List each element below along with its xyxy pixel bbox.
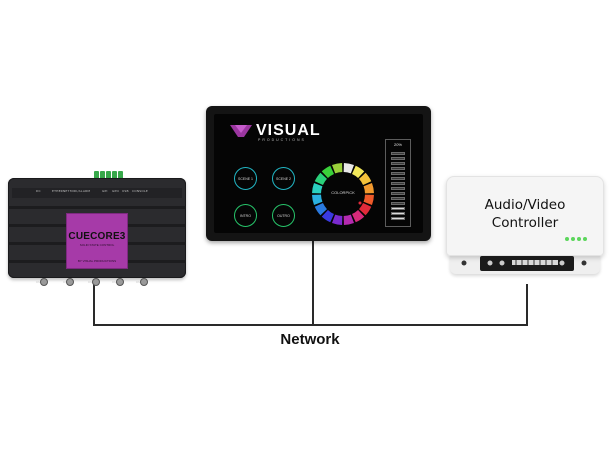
color-wheel-segment [314, 172, 327, 185]
level-segment [391, 177, 405, 180]
color-wheel-label: COLORPICK [331, 190, 355, 195]
dmx-port [92, 278, 100, 286]
color-wheel-segment [321, 210, 334, 223]
status-led [565, 237, 569, 241]
top-label: CONSOLE [132, 189, 148, 193]
scene-button-outro[interactable]: OUTRO [272, 204, 295, 227]
level-fader[interactable]: 20% [385, 139, 411, 227]
top-label: MIDI/ALARM [70, 189, 91, 193]
color-wheel-segment [352, 165, 365, 178]
color-wheel-segment [359, 172, 372, 185]
terminal-block [112, 171, 117, 181]
level-segment [391, 172, 405, 175]
status-led [577, 237, 581, 241]
brand-name: VISUAL [256, 122, 321, 139]
level-segment [391, 152, 405, 155]
top-label: USB [122, 189, 129, 193]
cuecore3-by-line: BY VISUAL PRODUCTIONS [77, 259, 117, 263]
controller-title: Audio/Video Controller [484, 197, 566, 231]
cuecore3-label-plate: CUECORE3 SOLID STATE CONTROL BY VISUAL P… [66, 213, 128, 269]
level-segment [391, 182, 405, 185]
tablet-screen: VISUAL PRODUCTIONS SCENE 1 SCENE 2 INTRO… [214, 114, 423, 233]
level-segment [391, 212, 405, 215]
cuecore3-subtitle: SOLID STATE CONTROL [79, 243, 115, 247]
color-wheel-segment [363, 183, 374, 194]
cuecore3-name: CUECORE3 [68, 231, 126, 242]
level-segment [391, 162, 405, 165]
color-wheel-segment [343, 214, 354, 225]
level-segment [391, 187, 405, 190]
color-picker-marker [358, 201, 362, 205]
brand-subtitle: PRODUCTIONS [258, 138, 306, 142]
dmx-port [66, 278, 74, 286]
color-wheel-segment [343, 163, 354, 174]
touch-panel-tablet: VISUAL PRODUCTIONS SCENE 1 SCENE 2 INTRO… [206, 106, 431, 241]
scene-label: SCENE 1 [238, 176, 253, 181]
audio-video-controller: Audio/Video Controller [446, 176, 604, 276]
level-percent: 20% [393, 142, 402, 147]
status-led [583, 237, 587, 241]
network-label: Network [280, 331, 340, 348]
network-line-cuecore [93, 283, 95, 325]
scene-label: SCENE 2 [276, 176, 291, 181]
color-wheel[interactable]: COLORPICK [310, 161, 376, 227]
top-label: GPO [112, 189, 120, 193]
color-wheel-segment [359, 203, 372, 216]
scene-label: INTRO [240, 213, 251, 218]
dmx-port [140, 278, 148, 286]
scene-button-2[interactable]: SCENE 2 [272, 167, 295, 190]
level-segment [391, 167, 405, 170]
dmx-port [40, 278, 48, 286]
level-segment [391, 207, 405, 210]
dmx-port [116, 278, 124, 286]
heatsink-rib [8, 206, 186, 209]
level-segment [391, 197, 405, 200]
color-wheel-segment [314, 203, 327, 216]
cuecore3-body: DC ETHERNET MIDI/ALARM GPI GPO USB CONSO… [8, 178, 186, 284]
controller-housing [446, 176, 604, 256]
cuecore3-device: DC ETHERNET MIDI/ALARM GPI GPO USB CONSO… [8, 170, 186, 288]
color-wheel-segment [312, 194, 323, 205]
network-line-av-controller [526, 284, 528, 325]
status-led [571, 237, 575, 241]
color-wheel-segment [363, 194, 374, 205]
top-label: ETHERNET [52, 189, 70, 193]
top-connector-strip [12, 188, 182, 198]
level-segment [391, 202, 405, 205]
scene-button-1[interactable]: SCENE 1 [234, 167, 257, 190]
network-line-tablet [312, 241, 314, 325]
color-wheel-segment [332, 163, 343, 174]
color-wheel-segment [332, 214, 343, 225]
network-bus-line [93, 324, 528, 326]
terminal-block [118, 171, 123, 181]
top-label: DC [36, 189, 41, 193]
visual-logo-icon [230, 125, 252, 137]
color-wheel-segment [312, 183, 323, 194]
color-wheel-icon [312, 163, 374, 225]
level-segment [391, 217, 405, 220]
connector-icons [461, 260, 587, 266]
color-wheel-segment [321, 165, 334, 178]
top-label: GPI [102, 189, 108, 193]
level-segment [391, 192, 405, 195]
color-wheel-segment [352, 210, 365, 223]
level-segment [391, 157, 405, 160]
scene-button-intro[interactable]: INTRO [234, 204, 257, 227]
terminal-block [106, 171, 111, 181]
scene-label: OUTRO [277, 213, 290, 218]
terminal-block [100, 171, 105, 181]
terminal-block [94, 171, 99, 181]
